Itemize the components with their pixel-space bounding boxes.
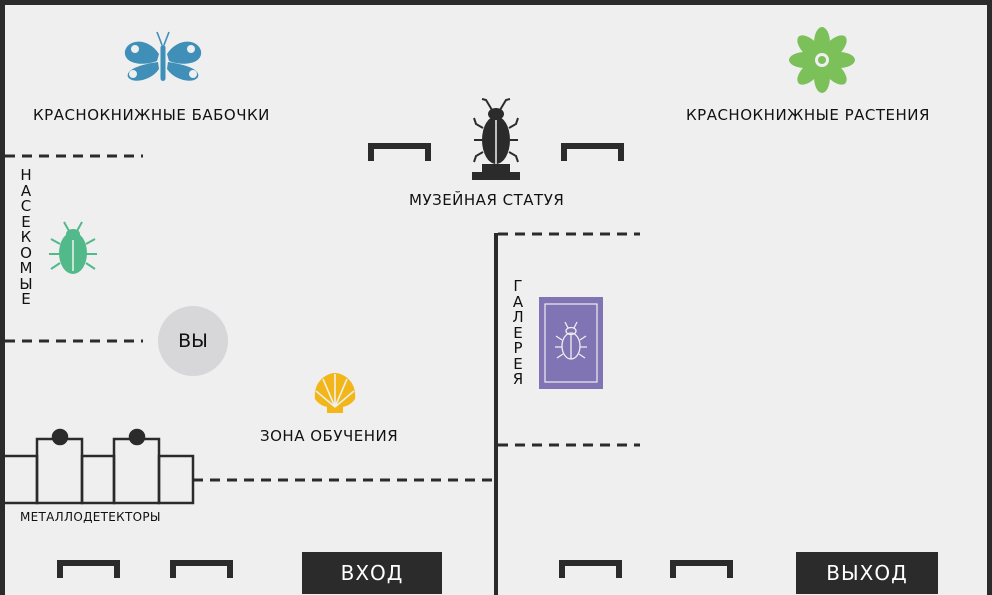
detector-sensor-2 <box>128 428 146 446</box>
zone-label-plants: КРАСНОКНИЖНЫЕ РАСТЕНИЯ <box>686 106 930 124</box>
dashed-partitions <box>5 154 640 482</box>
bench-entrance-left <box>57 560 120 578</box>
bench-statue-right <box>561 143 624 161</box>
you-are-here-marker: ВЫ <box>158 306 228 376</box>
entrance-door[interactable]: ВХОД <box>302 552 442 594</box>
zone-label-butterflies: КРАСНОКНИЖНЫЕ БАБОЧКИ <box>33 106 270 124</box>
zone-label-statue: МУЗЕЙНАЯ СТАТУЯ <box>409 191 565 209</box>
zone-label-learning: ЗОНА ОБУЧЕНИЯ <box>260 427 399 445</box>
butterfly-icon <box>124 31 202 81</box>
metal-detectors <box>5 428 195 505</box>
gallery-wall <box>494 233 498 595</box>
detector-belt-right <box>157 454 195 505</box>
zone-label-insects: НАСЕКОМЫЕ <box>19 166 33 308</box>
bench-exit-right <box>670 560 733 578</box>
beetle-statue-icon <box>472 98 520 180</box>
beetle-painting-icon <box>539 297 603 389</box>
bench-entrance-right <box>170 560 233 578</box>
bench-statue-left <box>368 143 431 161</box>
flower-icon <box>789 27 855 93</box>
exit-door[interactable]: ВЫХОД <box>796 552 938 594</box>
detector-sensor-1 <box>51 428 69 446</box>
beetle-icon <box>49 221 97 274</box>
shell-icon <box>314 373 356 413</box>
bench-exit-left <box>559 560 622 578</box>
zone-label-detectors: МЕТАЛЛОДЕТЕКТОРЫ <box>20 510 161 524</box>
zone-label-gallery: ГАЛЕРЕЯ <box>512 277 524 388</box>
benches <box>57 143 733 578</box>
